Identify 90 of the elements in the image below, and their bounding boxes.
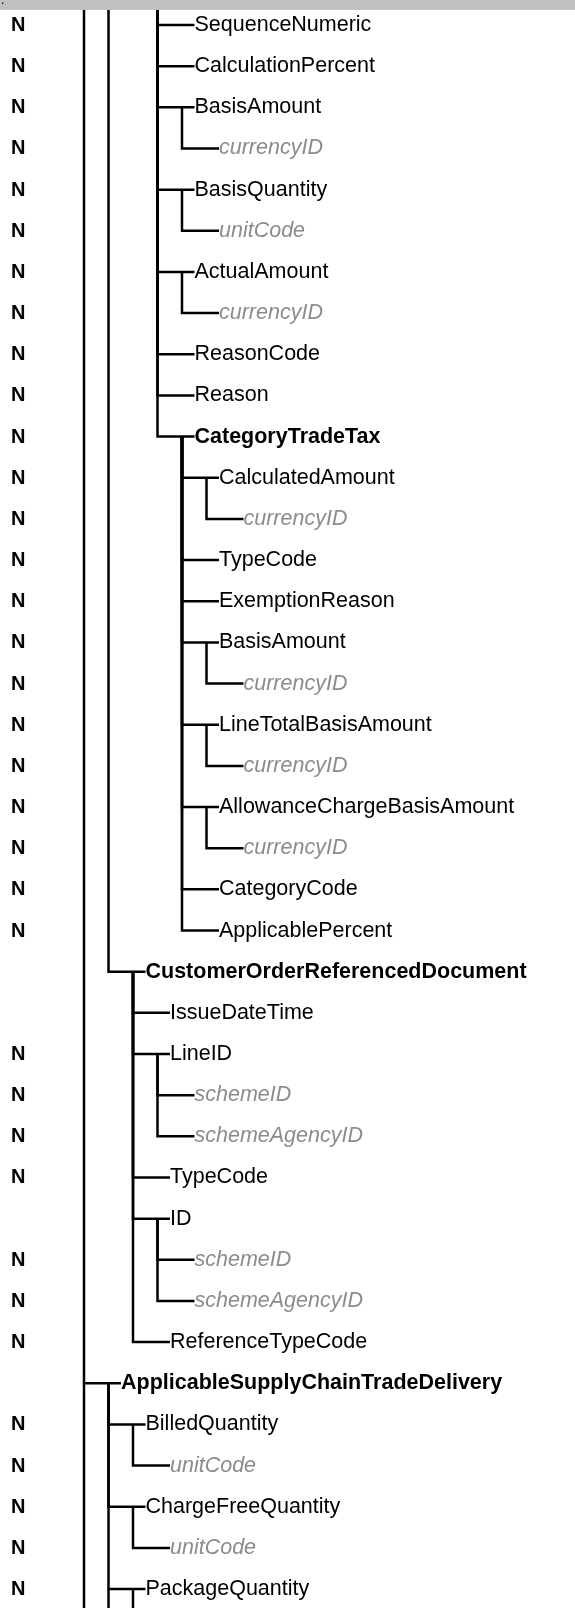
flag-label: N: [11, 1534, 26, 1559]
tree-connector: [180, 107, 219, 150]
flag-label: N: [11, 835, 26, 860]
flag-label: N: [11, 1082, 26, 1107]
flag-label: N: [11, 917, 26, 942]
attribute-label: currencyID: [243, 834, 348, 861]
flag-label: N: [11, 1123, 26, 1148]
tree-connector: [205, 807, 244, 850]
element-label: ChargeFreeQuantity: [145, 1492, 341, 1519]
element-label: ReferenceTypeCode: [170, 1328, 368, 1355]
tree-connector: [107, 10, 146, 973]
attribute-label: unitCode: [170, 1533, 257, 1560]
flag-label: N: [11, 423, 26, 448]
element-label: BasisAmount: [194, 93, 322, 120]
tree-connector: [205, 724, 244, 768]
element-label: Reason: [194, 381, 269, 408]
group-element-label: CategoryTradeTax: [194, 422, 381, 449]
flag-label: N: [11, 505, 26, 530]
element-label: BasisQuantity: [194, 175, 328, 202]
flag-label: N: [11, 12, 26, 36]
element-label: CalculatedAmount: [219, 463, 395, 490]
tree-connector: [107, 1383, 146, 1591]
element-label: IssueDateTime: [170, 998, 314, 1025]
flag-label: N: [11, 794, 26, 819]
flag-label: N: [11, 382, 26, 407]
flag-label: N: [11, 176, 26, 201]
attribute-label: schemeAgencyID: [194, 1286, 363, 1313]
flag-label: N: [11, 464, 26, 489]
attribute-label: currencyID: [219, 299, 323, 326]
flag-label: N: [11, 1287, 26, 1312]
tree-connector: [205, 642, 244, 685]
flag-label: N: [11, 588, 26, 613]
flag-label: N: [11, 258, 26, 283]
attribute-label: unitCode: [219, 216, 306, 243]
element-label: BasisAmount: [219, 628, 346, 655]
flag-label: N: [11, 1493, 26, 1518]
flag-label: N: [11, 135, 26, 160]
tree-connector: [180, 271, 219, 315]
element-label: PackageQuantity: [145, 1575, 310, 1602]
flag-label: N: [11, 1329, 26, 1354]
element-label: TypeCode: [170, 1163, 268, 1190]
flag-label: N: [11, 300, 26, 325]
flag-label: N: [11, 1411, 26, 1436]
element-label: CalculationPercent: [194, 52, 375, 79]
flag-label: N: [11, 1164, 26, 1189]
tree-connector: [131, 1506, 170, 1550]
element-label: ExemptionReason: [219, 587, 395, 614]
flag-label: N: [11, 53, 26, 78]
attribute-label: schemeAgencyID: [194, 1122, 363, 1149]
element-label: SequenceNumeric: [194, 11, 372, 37]
flag-label: N: [11, 547, 26, 572]
element-label: AllowanceChargeBasisAmount: [219, 793, 515, 820]
attribute-label: schemeID: [194, 1081, 292, 1108]
group-element-label: ApplicableSupplyChainTradeDelivery: [121, 1369, 503, 1396]
tree-connector: [205, 477, 244, 521]
element-label: LineTotalBasisAmount: [219, 710, 432, 737]
attribute-label: currencyID: [219, 134, 323, 161]
tree-connector: [131, 971, 170, 1344]
tree-connector: [180, 189, 219, 233]
flag-label: N: [11, 94, 26, 119]
flag-label: N: [11, 629, 26, 654]
flag-label: N: [11, 1452, 26, 1477]
tree-connector: [156, 1218, 195, 1303]
attribute-label: currencyID: [243, 504, 348, 531]
flag-label: N: [11, 1576, 26, 1601]
attribute-label: schemeID: [194, 1245, 292, 1272]
tree-connector: [82, 10, 121, 1385]
element-label: TypeCode: [219, 546, 317, 573]
element-label: ID: [170, 1204, 192, 1231]
flag-label: N: [11, 217, 26, 242]
flag-label: N: [11, 711, 26, 736]
attribute-label: currencyID: [243, 669, 348, 696]
attribute-label: currencyID: [243, 751, 348, 778]
element-label: CategoryCode: [219, 875, 358, 902]
element-label: ActualAmount: [194, 257, 329, 284]
attribute-label: unitCode: [170, 1451, 257, 1478]
tree-connector: [156, 1054, 195, 1138]
element-label: LineID: [170, 1040, 233, 1066]
tree-connector: [131, 1424, 170, 1467]
flag-label: N: [11, 876, 26, 901]
flag-label: N: [11, 670, 26, 695]
element-label: BilledQuantity: [145, 1410, 279, 1437]
header-mark: .: [1, 0, 5, 7]
flag-label: N: [11, 752, 26, 777]
flag-label: N: [11, 1246, 26, 1271]
element-label: ApplicablePercent: [219, 916, 393, 943]
group-element-label: CustomerOrderReferencedDocument: [145, 957, 527, 984]
element-label: ReasonCode: [194, 340, 320, 367]
flag-label: N: [11, 1041, 26, 1065]
flag-label: N: [11, 341, 26, 366]
